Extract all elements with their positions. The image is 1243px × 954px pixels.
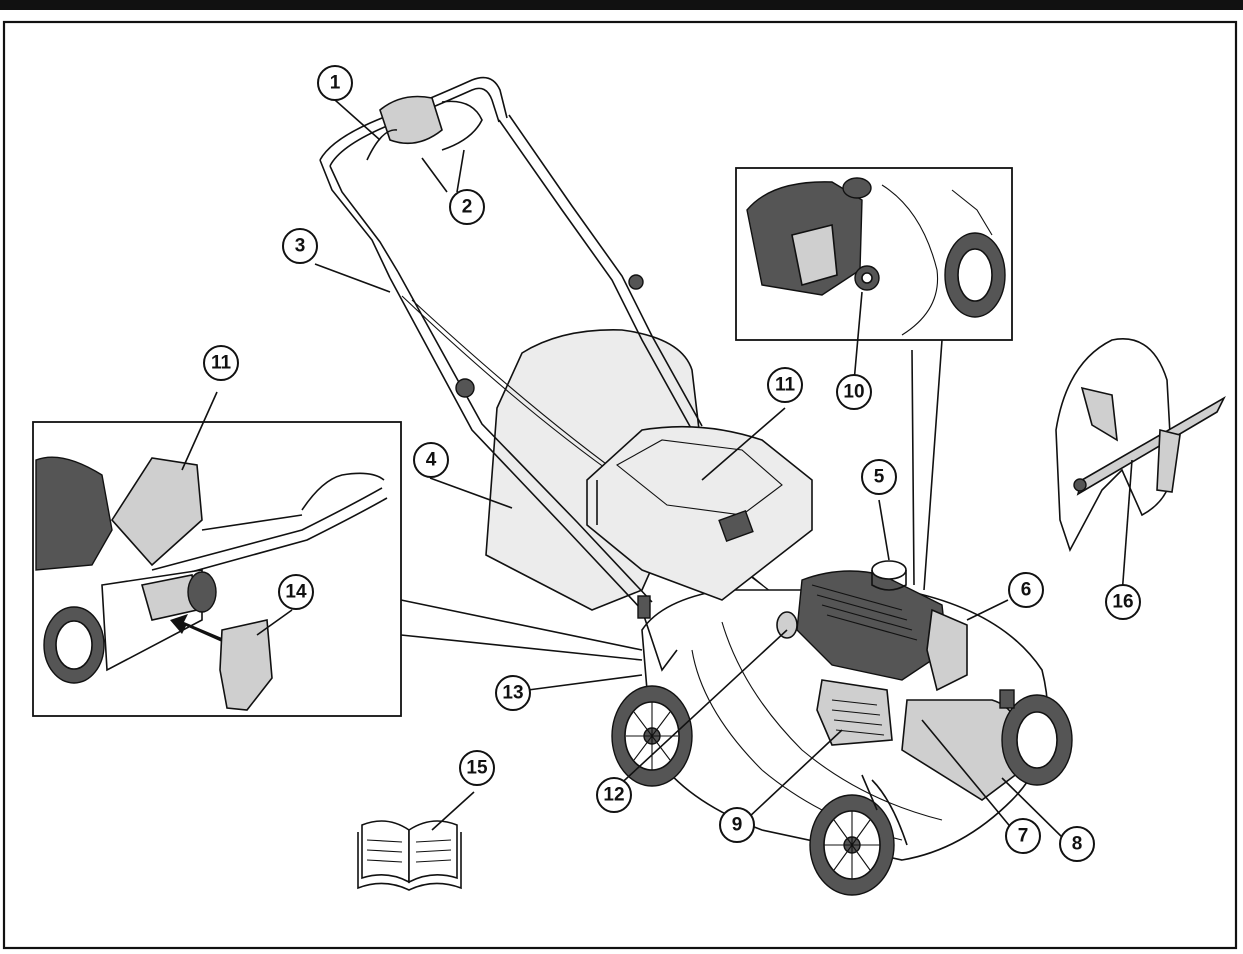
inset-battery-view [735, 167, 1013, 341]
svg-text:6: 6 [1021, 580, 1032, 601]
svg-text:3: 3 [295, 236, 306, 257]
callout-13: 13 [495, 675, 531, 711]
callout-6: 6 [1008, 572, 1044, 608]
callout-3: 3 [282, 228, 318, 264]
callout-1: 1 [317, 65, 353, 101]
callout-14: 14 [278, 574, 314, 610]
diagram-frame: 1 2 3 4 5 6 7 8 9 10 11 11 12 13 14 15 1… [2, 10, 1239, 952]
callout-8: 8 [1059, 826, 1095, 862]
front-left-wheel [809, 794, 895, 896]
inset-mulch-view [32, 421, 402, 717]
svg-text:13: 13 [502, 683, 523, 704]
svg-text:16: 16 [1112, 592, 1133, 613]
svg-text:14: 14 [285, 582, 307, 603]
diagram-border [2, 20, 1238, 950]
motor-housing [796, 560, 968, 692]
side-discharge-deflector [1055, 338, 1226, 553]
safety-key [776, 611, 798, 639]
callout-15: 15 [459, 750, 495, 786]
svg-text:2: 2 [462, 197, 473, 218]
leader-lines [181, 99, 1133, 843]
callout-2: 2 [449, 189, 485, 225]
callout-9: 9 [719, 807, 755, 843]
svg-text:4: 4 [426, 450, 437, 471]
inset-left-leader-lines [400, 599, 643, 661]
svg-text:15: 15 [466, 758, 488, 779]
svg-text:9: 9 [732, 815, 743, 836]
callout-12: 12 [596, 777, 632, 813]
svg-text:11: 11 [211, 353, 232, 374]
rear-left-wheel [611, 685, 693, 787]
svg-text:7: 7 [1018, 826, 1029, 847]
battery-compartment [586, 425, 813, 601]
lawnmower-parts-diagram: 1 2 3 4 5 6 7 8 9 10 11 11 12 13 14 15 1… [2, 20, 1238, 950]
open-book-icon [357, 820, 462, 891]
svg-text:12: 12 [603, 785, 624, 806]
arrow-icon [170, 614, 222, 642]
callout-5: 5 [861, 459, 897, 495]
height-adjust-levers [637, 595, 1015, 811]
inset-leader-lines [911, 339, 943, 591]
callout-11-right: 11 [767, 367, 803, 403]
svg-text:8: 8 [1072, 834, 1083, 855]
callout-10: 10 [836, 374, 872, 410]
svg-text:5: 5 [874, 467, 885, 488]
control-unit [816, 679, 893, 746]
callout-11-left: 11 [203, 345, 239, 381]
callout-4: 4 [413, 442, 449, 478]
svg-text:1: 1 [330, 73, 341, 94]
svg-text:10: 10 [843, 382, 864, 403]
mulch-plug [219, 619, 273, 711]
callout-7: 7 [1005, 818, 1041, 854]
front-right-wheel [1001, 694, 1073, 786]
top-rule [0, 0, 1243, 10]
callout-16: 16 [1105, 584, 1141, 620]
svg-text:11: 11 [775, 375, 796, 396]
